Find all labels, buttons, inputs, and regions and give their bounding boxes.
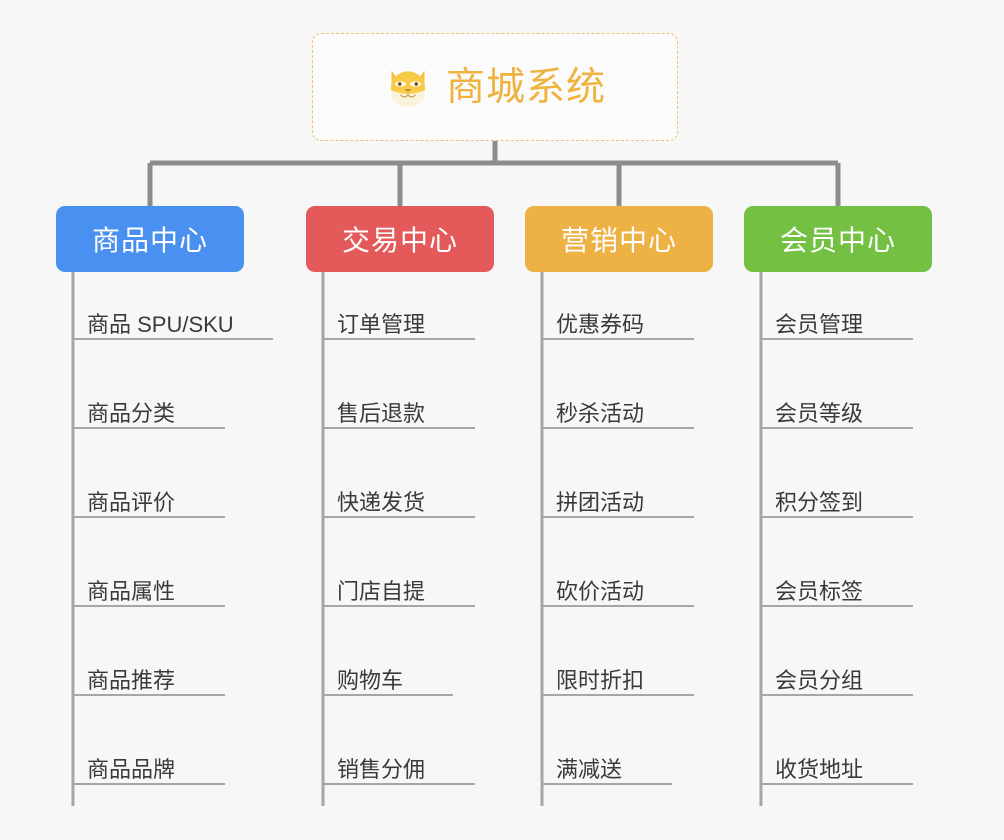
branch-column-4: 会员中心 会员管理 会员等级 积分签到 会员标签 会员分组 收货地址 bbox=[0, 0, 932, 840]
leaf-item-3-6[interactable]: 满减送 bbox=[542, 757, 672, 785]
leaf-label: 售后退款 bbox=[337, 401, 426, 426]
leaf-item-1-6[interactable]: 商品品牌 bbox=[73, 757, 225, 785]
leaf-label: 收货地址 bbox=[775, 757, 864, 782]
branch-column-3: 营销中心 优惠券码 秒杀活动 拼团活动 砍价活动 限时折扣 满减送 bbox=[0, 0, 713, 840]
leaf-item-4-1[interactable]: 会员管理 bbox=[761, 312, 913, 340]
leaf-label: 购物车 bbox=[337, 668, 404, 693]
category-node-3[interactable]: 营销中心 bbox=[525, 206, 713, 272]
leaf-label: 商品评价 bbox=[87, 490, 176, 515]
leaf-item-4-5[interactable]: 会员分组 bbox=[761, 668, 913, 696]
leaf-label: 商品推荐 bbox=[87, 668, 176, 693]
leaf-label: 会员等级 bbox=[775, 401, 864, 426]
leaf-label: 商品分类 bbox=[87, 401, 176, 426]
leaf-item-3-1[interactable]: 优惠券码 bbox=[542, 312, 694, 340]
root-node[interactable]: 商城系统 bbox=[312, 33, 678, 141]
branch-column-1: 商品中心 商品 SPU/SKU 商品分类 商品评价 商品属性 商品推荐 商品品牌 bbox=[0, 0, 273, 840]
leaf-label: 秒杀活动 bbox=[556, 401, 645, 426]
leaf-label: 商品属性 bbox=[87, 579, 176, 604]
leaf-label: 会员标签 bbox=[775, 579, 864, 604]
leaf-item-2-3[interactable]: 快递发货 bbox=[323, 490, 475, 518]
category-node-1[interactable]: 商品中心 bbox=[56, 206, 244, 272]
leaf-label: 限时折扣 bbox=[556, 668, 645, 693]
leaf-item-1-3[interactable]: 商品评价 bbox=[73, 490, 225, 518]
leaf-item-2-6[interactable]: 销售分佣 bbox=[323, 757, 475, 785]
leaf-item-3-5[interactable]: 限时折扣 bbox=[542, 668, 694, 696]
leaf-item-2-5[interactable]: 购物车 bbox=[323, 668, 453, 696]
leaf-item-1-5[interactable]: 商品推荐 bbox=[73, 668, 225, 696]
leaf-item-3-2[interactable]: 秒杀活动 bbox=[542, 401, 694, 429]
category-node-2[interactable]: 交易中心 bbox=[306, 206, 494, 272]
leaf-label: 商品 SPU/SKU bbox=[87, 312, 234, 337]
leaf-item-4-2[interactable]: 会员等级 bbox=[761, 401, 913, 429]
leaf-item-1-2[interactable]: 商品分类 bbox=[73, 401, 225, 429]
leaf-label: 砍价活动 bbox=[556, 579, 645, 604]
leaf-item-4-6[interactable]: 收货地址 bbox=[761, 757, 913, 785]
leaf-label: 拼团活动 bbox=[556, 490, 645, 515]
leaf-item-1-1[interactable]: 商品 SPU/SKU bbox=[73, 312, 273, 340]
leaf-label: 优惠券码 bbox=[556, 312, 645, 337]
shiba-dog-face-icon bbox=[390, 70, 426, 108]
leaf-label: 快递发货 bbox=[337, 490, 426, 515]
leaf-label: 会员分组 bbox=[775, 668, 864, 693]
leaf-item-1-4[interactable]: 商品属性 bbox=[73, 579, 225, 607]
leaf-label: 积分签到 bbox=[775, 490, 864, 515]
leaf-item-2-4[interactable]: 门店自提 bbox=[323, 579, 475, 607]
leaf-label: 会员管理 bbox=[775, 312, 864, 337]
leaf-item-3-4[interactable]: 砍价活动 bbox=[542, 579, 694, 607]
leaf-item-4-4[interactable]: 会员标签 bbox=[761, 579, 913, 607]
leaf-label: 商品品牌 bbox=[87, 757, 176, 782]
category-node-4[interactable]: 会员中心 bbox=[744, 206, 932, 272]
root-title: 商城系统 bbox=[445, 65, 606, 109]
leaf-item-3-3[interactable]: 拼团活动 bbox=[542, 490, 694, 518]
leaf-label: 满减送 bbox=[556, 757, 623, 782]
branch-column-2: 交易中心 订单管理 售后退款 快递发货 门店自提 购物车 销售分佣 bbox=[0, 0, 494, 840]
leaf-item-4-3[interactable]: 积分签到 bbox=[761, 490, 913, 518]
leaf-label: 门店自提 bbox=[337, 579, 426, 604]
leaf-item-2-1[interactable]: 订单管理 bbox=[323, 312, 475, 340]
root-node-content: 商城系统 bbox=[384, 63, 606, 111]
leaf-item-2-2[interactable]: 售后退款 bbox=[323, 401, 475, 429]
leaf-label: 订单管理 bbox=[337, 312, 426, 337]
leaf-label: 销售分佣 bbox=[337, 757, 426, 782]
